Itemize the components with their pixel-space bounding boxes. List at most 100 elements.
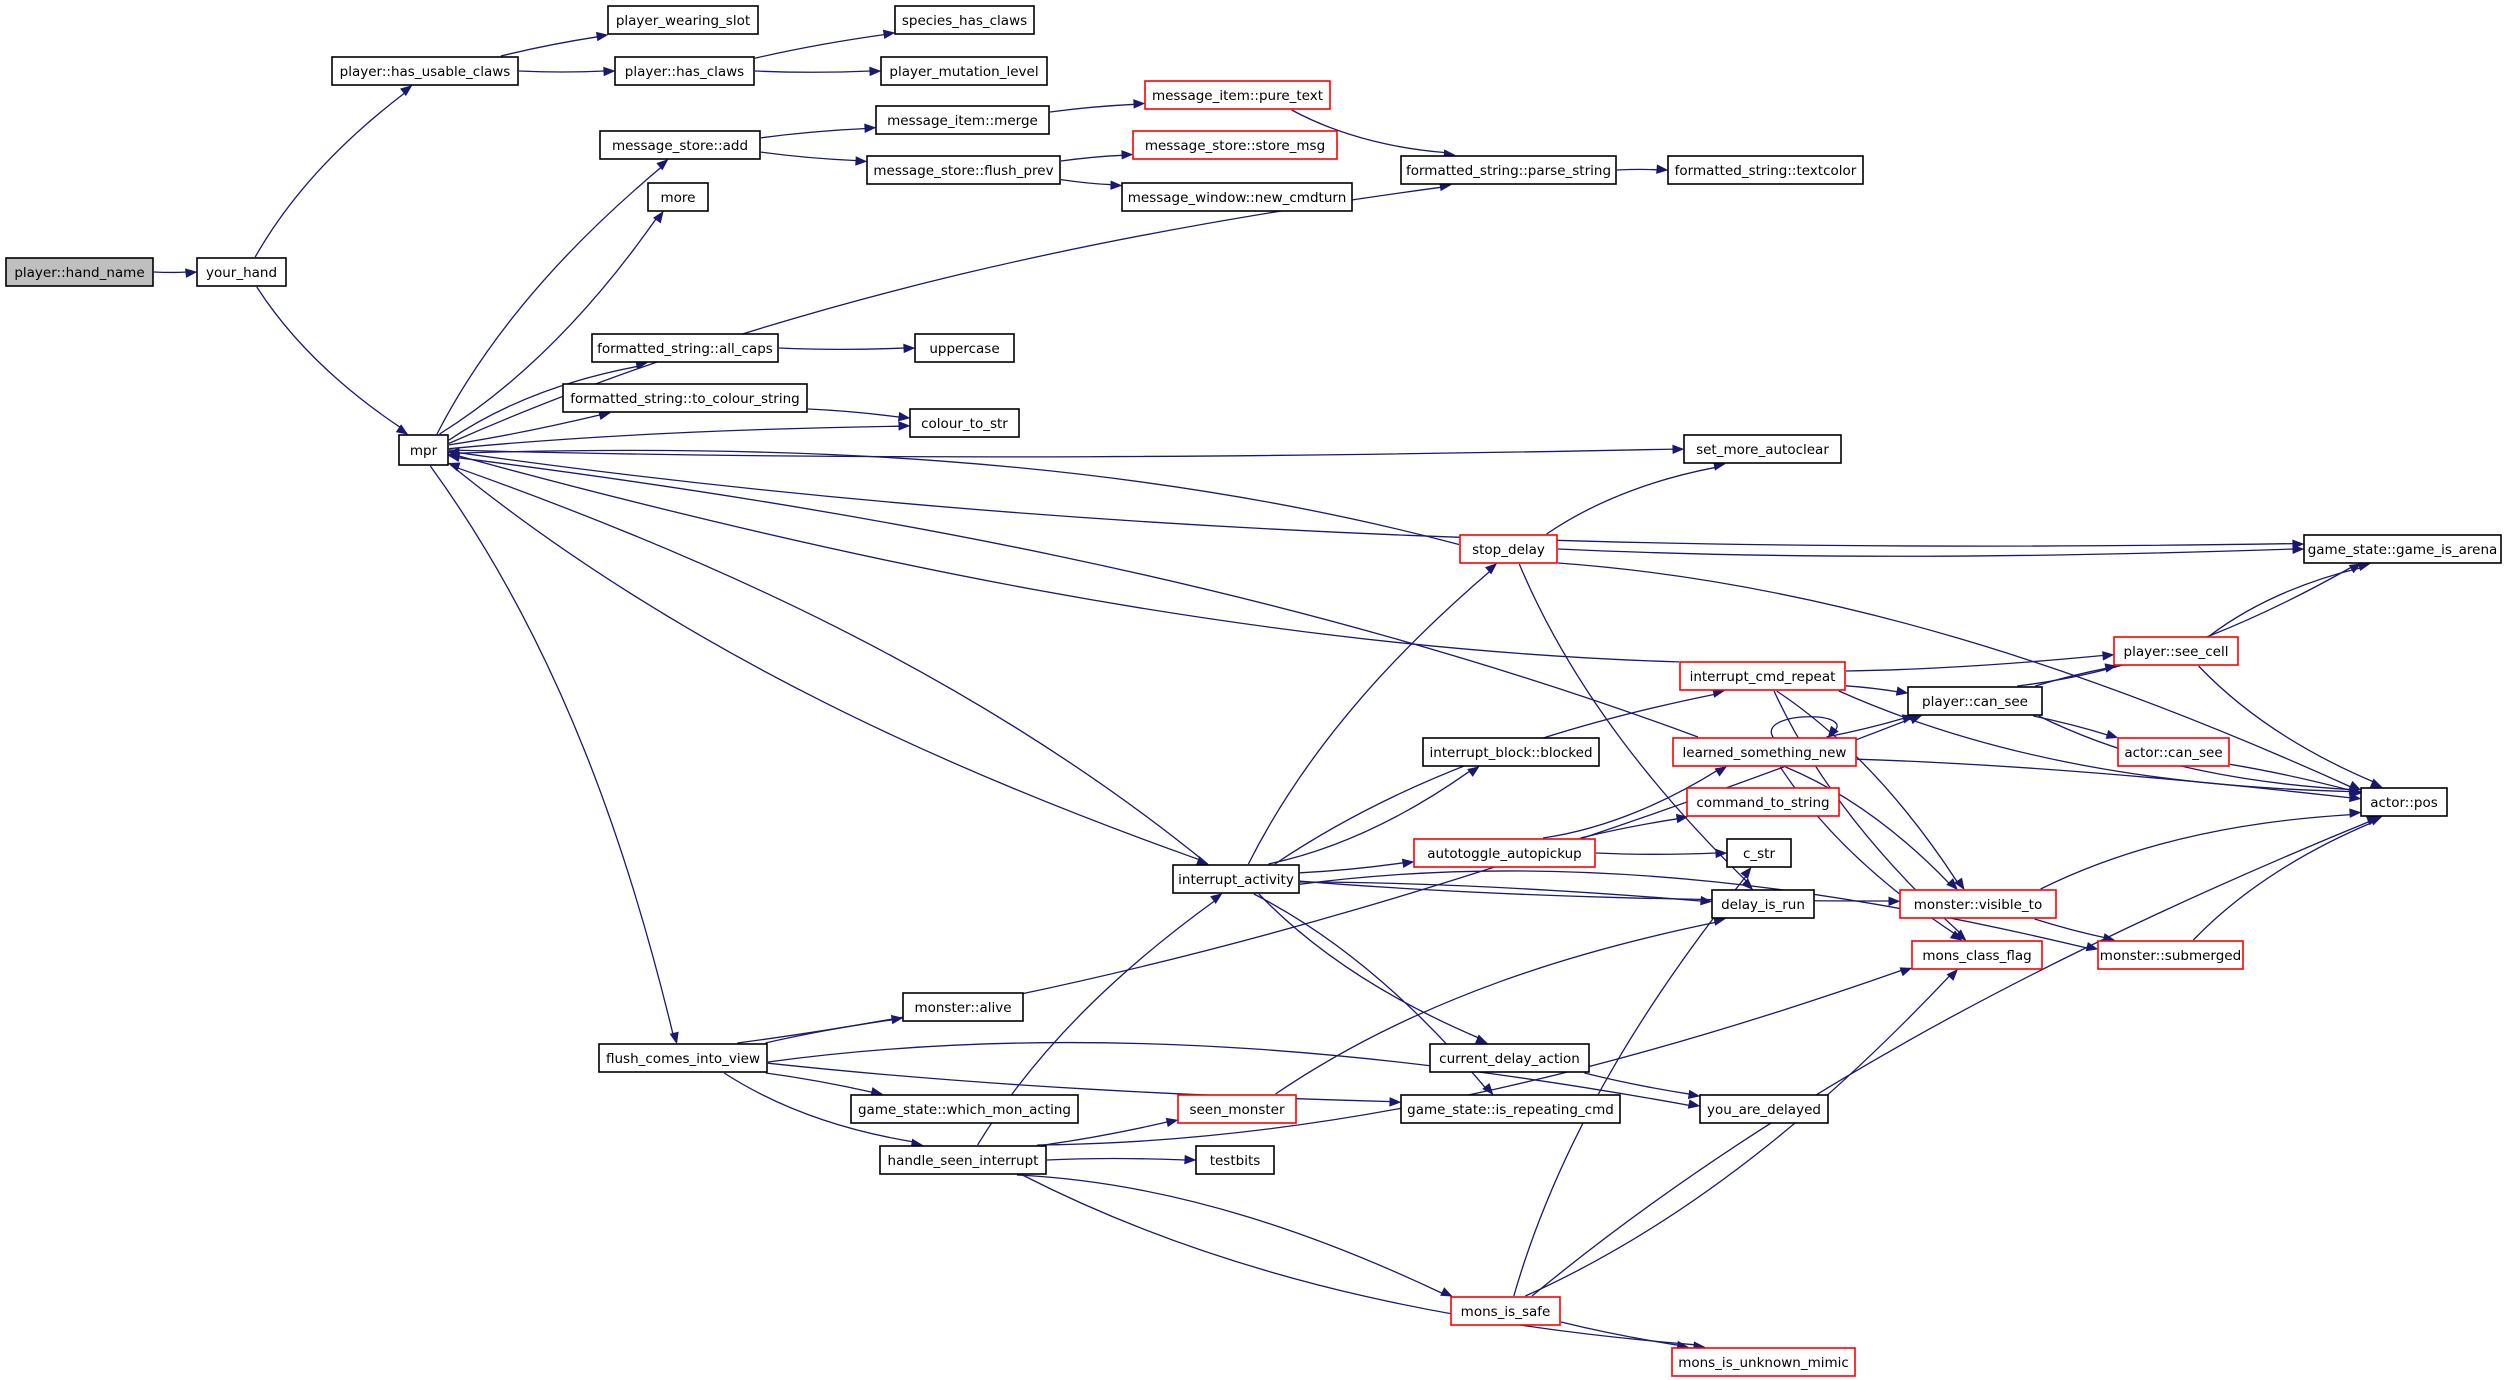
node-which-mon-acting[interactable]: game_state::which_mon_acting	[850, 1094, 1079, 1124]
edge-has_claws-to-mutation_level	[754, 66, 882, 77]
node-box	[398, 434, 449, 466]
node-box	[331, 56, 519, 86]
node-box	[909, 408, 1020, 438]
node-box	[2303, 534, 2502, 564]
node-interrupt-activity[interactable]: interrupt_activity	[1172, 864, 1300, 894]
node-label: you_are_delayed	[1707, 1102, 1821, 1118]
node-flush-comes-into-view[interactable]: flush_comes_into_view	[598, 1043, 768, 1073]
node-mi-pure-text[interactable]: message_item::pure_text	[1144, 80, 1331, 110]
edge-learned_something_new-to-player_can_see	[1826, 714, 1915, 738]
node-fs-textcolor[interactable]: formatted_string::textcolor	[1667, 155, 1864, 185]
node-box	[1429, 1043, 1590, 1073]
node-command-to-string[interactable]: command_to_string	[1686, 787, 1840, 817]
node-mons-is-unknown-mimic[interactable]: mons_is_unknown_mimic	[1671, 1347, 1856, 1377]
edge-interrupt_activity-to-monster_visible_to	[1299, 880, 1901, 907]
node-box	[591, 333, 779, 363]
node-autotoggle-autopickup[interactable]: autotoggle_autopickup	[1413, 838, 1596, 868]
edge-mpr-to-set_more_autoclear	[448, 444, 1685, 458]
edge-flush_comes_into_view-to-which_mon_acting	[765, 1072, 884, 1097]
node-label: uppercase	[929, 341, 999, 357]
edge-interrupt_cmd_repeat-to-monster_visible_to	[1776, 690, 1965, 891]
node-learned-something-new[interactable]: learned_something_new	[1672, 737, 1857, 767]
edge-learned_something_new-to-learned_something_new	[1770, 716, 1839, 739]
node-label: colour_to_str	[921, 416, 1008, 432]
node-mons-is-safe[interactable]: mons_is_safe	[1450, 1296, 1561, 1326]
node-box	[599, 130, 761, 160]
edge-stop_delay-to-set_more_autoclear	[1546, 461, 1726, 535]
node-player-can-see[interactable]: player::can_see	[1907, 686, 2043, 716]
node-monster-alive[interactable]: monster::alive	[902, 992, 1024, 1022]
node-label: set_more_autoclear	[1696, 442, 1829, 458]
node-game-is-arena[interactable]: game_state::game_is_arena	[2303, 534, 2502, 564]
node-fs-to-colour-string[interactable]: formatted_string::to_colour_string	[562, 383, 808, 413]
node-monster-visible-to[interactable]: monster::visible_to	[1899, 889, 2057, 919]
edge-mpr-to-ms_add	[436, 159, 669, 435]
edge-player_see_cell-to-actor_pos	[2198, 665, 2383, 788]
edge-handle_seen_interrupt-to-mons_class_flag	[1037, 967, 1913, 1146]
node-actor-pos[interactable]: actor::pos	[2360, 787, 2448, 817]
node-ms-add[interactable]: message_store::add	[599, 130, 761, 160]
node-box	[1672, 737, 1857, 767]
node-mutation-level[interactable]: player_mutation_level	[880, 56, 1048, 86]
node-box	[562, 383, 808, 413]
node-has-claws[interactable]: player::has_claws	[614, 56, 755, 86]
node-ms-flush-prev[interactable]: message_store::flush_prev	[866, 155, 1061, 185]
node-player-see-cell[interactable]: player::see_cell	[2113, 636, 2239, 666]
node-colour-to-str[interactable]: colour_to_str	[909, 408, 1020, 438]
node-mw-new-cmdturn[interactable]: message_window::new_cmdturn	[1121, 182, 1353, 212]
node-layer: player::hand_name your_hand player::has_us…	[5, 5, 2502, 1377]
node-box	[1422, 737, 1600, 767]
node-you-are-delayed[interactable]: you_are_delayed	[1699, 1094, 1829, 1124]
node-box	[1679, 661, 1846, 691]
node-label: flush_comes_into_view	[606, 1051, 760, 1067]
node-more[interactable]: more	[647, 182, 709, 212]
node-current-delay-action[interactable]: current_delay_action	[1429, 1043, 1590, 1073]
node-c-str[interactable]: c_str	[1726, 838, 1792, 868]
edge-has_usable_claws-to-has_claws	[518, 66, 616, 77]
node-box	[5, 257, 154, 287]
node-actor-can-see[interactable]: actor::can_see	[2117, 737, 2230, 767]
node-seen-monster[interactable]: seen_monster	[1177, 1094, 1297, 1124]
edge-interrupt_activity-to-mpr	[447, 462, 1209, 865]
node-label: testbits	[1210, 1153, 1261, 1169]
node-uppercase[interactable]: uppercase	[914, 333, 1015, 363]
node-set-more-autoclear[interactable]: set_more_autoclear	[1683, 434, 1842, 464]
edge-handle_seen_interrupt-to-testbits	[1046, 1154, 1197, 1165]
edge-ms_add-to-ms_flush_prev	[760, 151, 868, 166]
node-mons-class-flag[interactable]: mons_class_flag	[1911, 940, 2043, 970]
node-label: handle_seen_interrupt	[888, 1153, 1039, 1169]
edge-interrupt_cmd_repeat-to-player_see_cell	[1845, 651, 2115, 672]
node-your-hand[interactable]: your_hand	[196, 257, 287, 287]
node-fs-parse-string[interactable]: formatted_string::parse_string	[1400, 155, 1617, 185]
edge-handle_seen_interrupt-to-mons_is_unknown_mimic	[1022, 1174, 1706, 1351]
node-fs-all-caps[interactable]: formatted_string::all_caps	[591, 333, 779, 363]
node-is-repeating-cmd[interactable]: game_state::is_repeating_cmd	[1400, 1094, 1621, 1124]
edge-ms_flush_prev-to-ms_store_msg	[1060, 150, 1134, 162]
edge-learned_something_new-to-mpr	[447, 452, 1699, 738]
node-wearing-slot[interactable]: player_wearing_slot	[607, 5, 759, 35]
node-handle-seen-interrupt[interactable]: handle_seen_interrupt	[879, 1145, 1047, 1175]
node-delay-is-run[interactable]: delay_is_run	[1711, 889, 1815, 919]
node-interrupt-block-blocked[interactable]: interrupt_block::blocked	[1422, 737, 1600, 767]
node-mpr[interactable]: mpr	[398, 434, 449, 466]
node-testbits[interactable]: testbits	[1195, 1145, 1275, 1175]
node-box	[196, 257, 287, 287]
edge-fs_all_caps-to-uppercase	[778, 343, 916, 354]
node-species-has-claws[interactable]: species_has_claws	[894, 5, 1035, 35]
node-box	[879, 1145, 1047, 1175]
edge-ms_add-to-mi_merge	[760, 123, 877, 139]
node-stop-delay[interactable]: stop_delay	[1459, 534, 1558, 564]
edge-your_hand-to-has_usable_claws	[254, 85, 413, 258]
node-ms-store-msg[interactable]: message_store::store_msg	[1132, 130, 1338, 160]
node-mi-merge[interactable]: message_item::merge	[875, 105, 1050, 135]
node-interrupt-cmd-repeat[interactable]: interrupt_cmd_repeat	[1679, 661, 1846, 691]
node-label: stop_delay	[1472, 542, 1545, 558]
node-hand-name[interactable]: player::hand_name	[5, 257, 154, 287]
node-monster-submerged[interactable]: monster::submerged	[2097, 940, 2244, 970]
edge-mons_is_safe-to-mons_class_flag	[1525, 969, 1959, 1297]
node-label: player::has_claws	[625, 64, 744, 80]
edge-seen_monster-to-delay_is_run	[1275, 916, 1726, 1095]
node-has-usable-claws[interactable]: player::has_usable_claws	[331, 56, 519, 86]
node-label: interrupt_activity	[1178, 872, 1294, 888]
node-box	[914, 333, 1015, 363]
